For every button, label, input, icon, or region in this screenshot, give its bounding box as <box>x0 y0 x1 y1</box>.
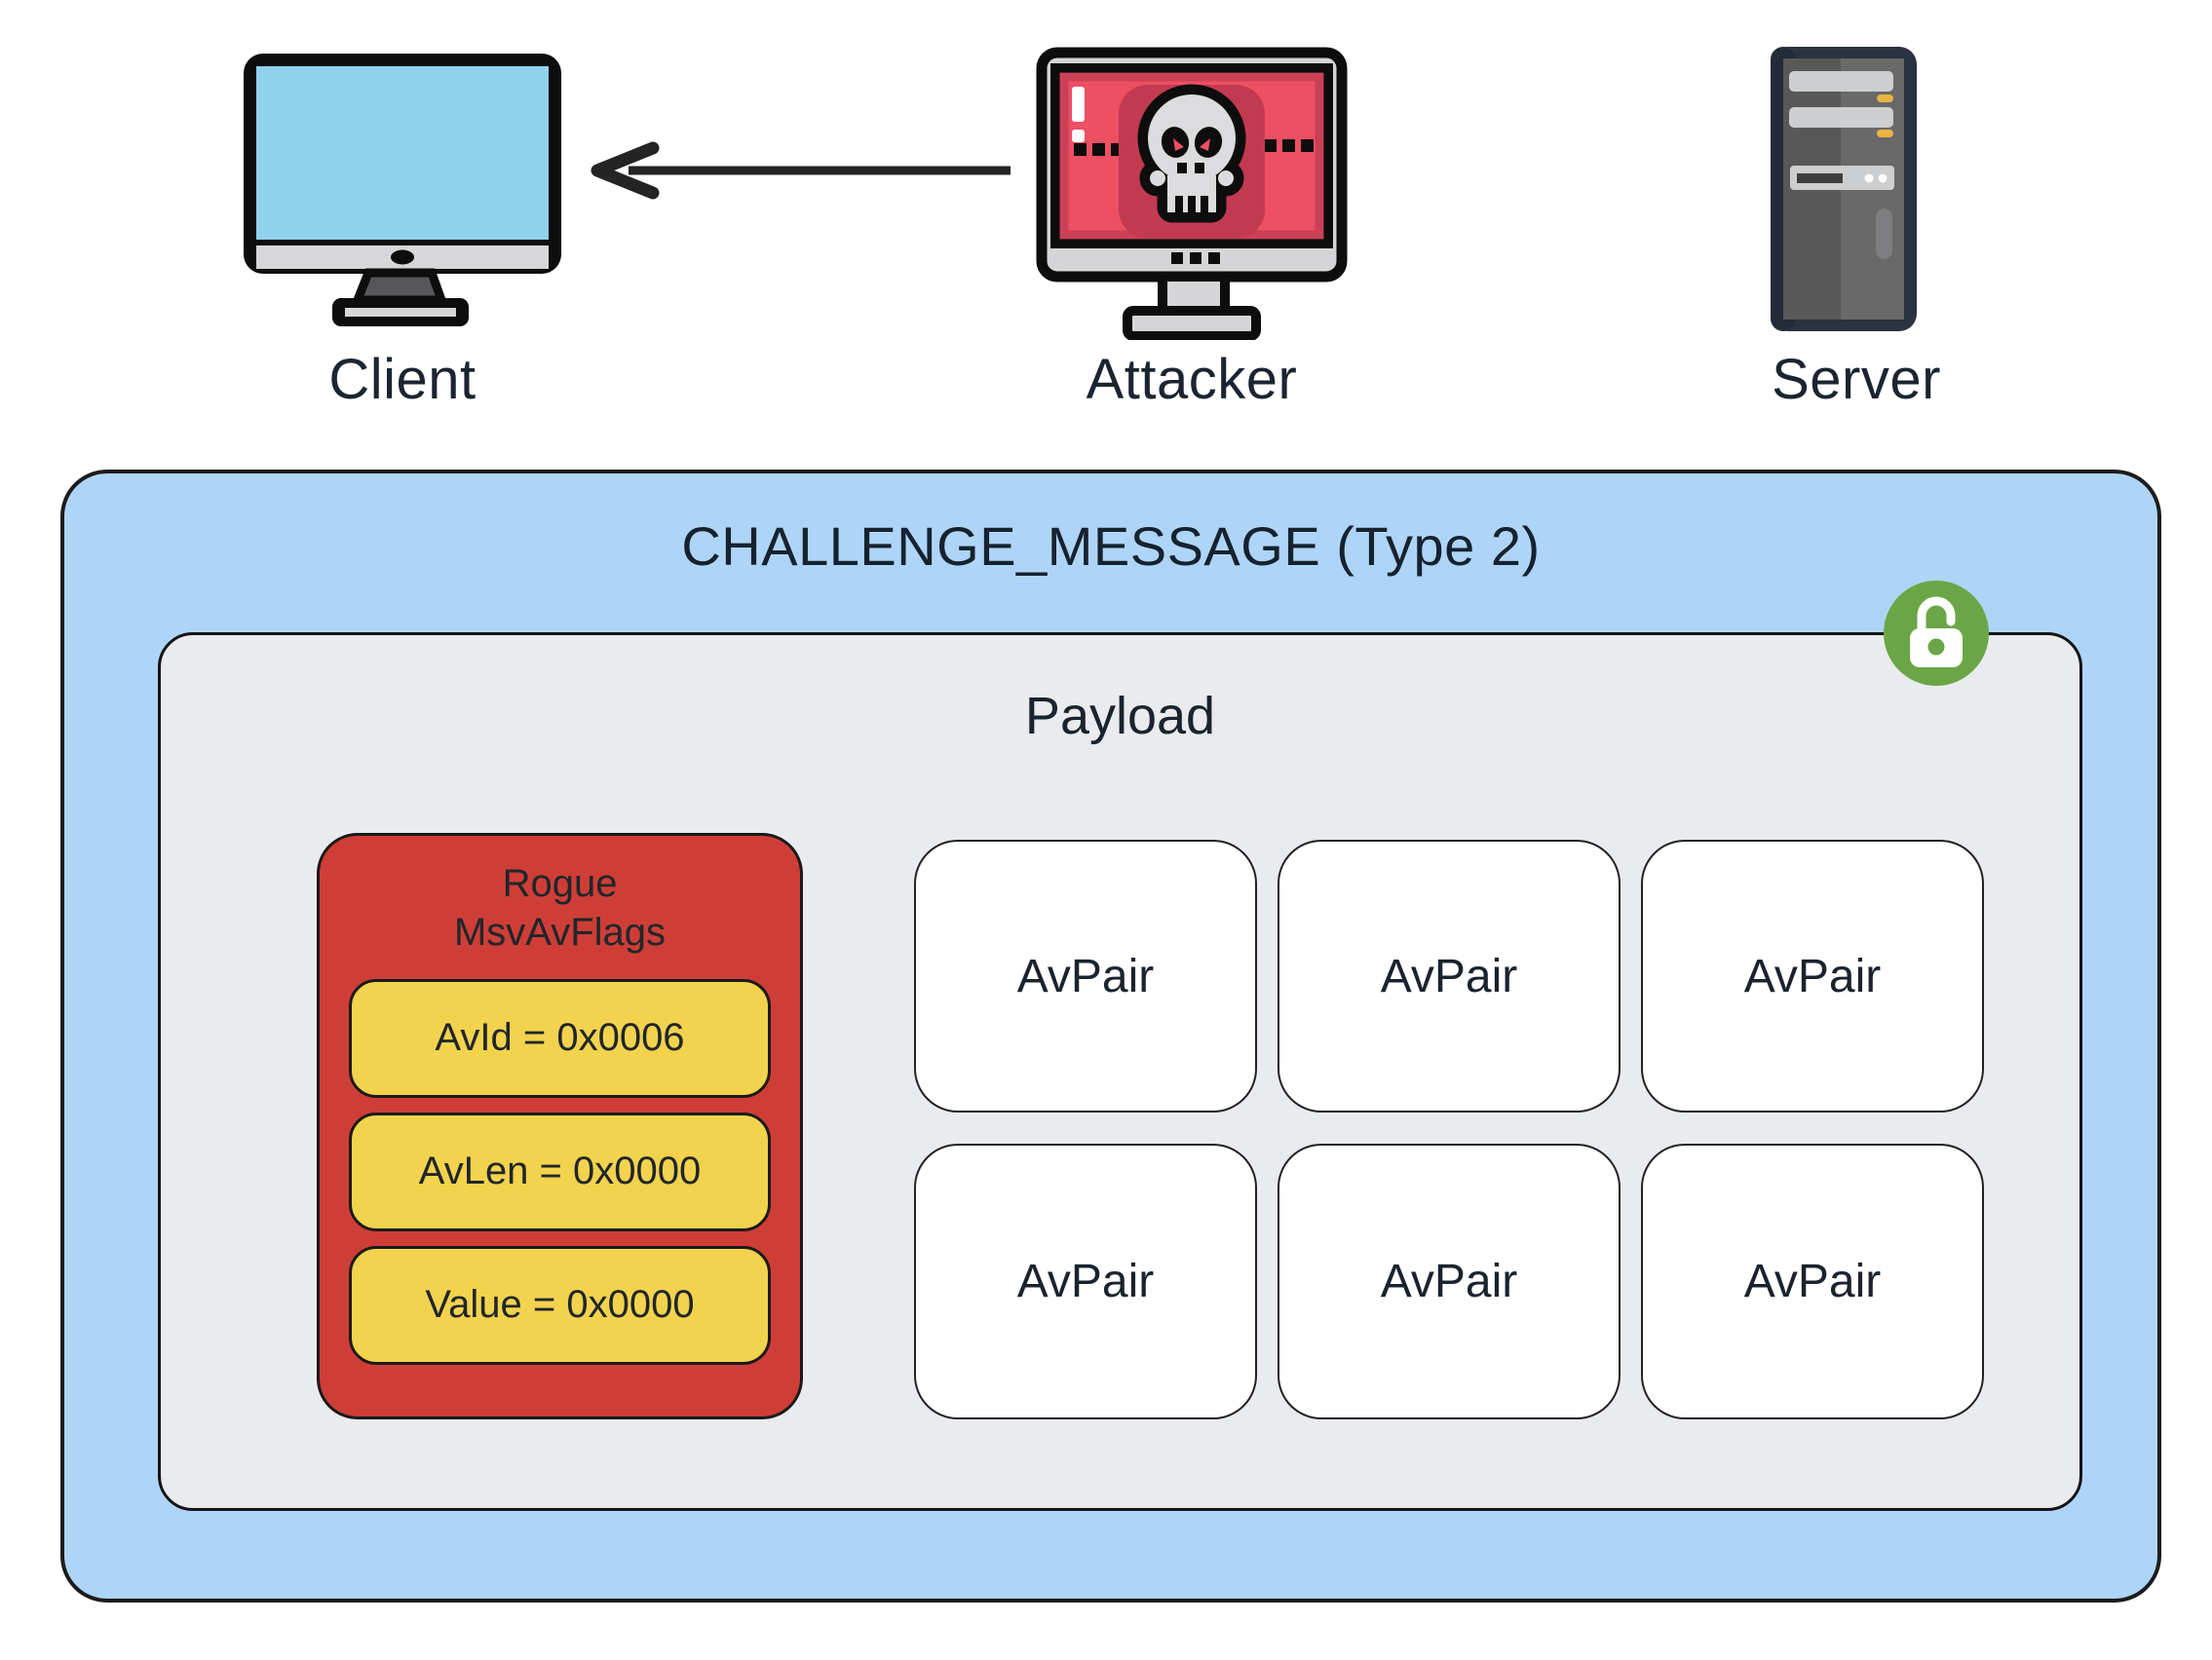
bezel-dots <box>1171 252 1220 264</box>
skull-icon <box>1119 84 1265 239</box>
client-label: Client <box>328 348 477 411</box>
avpair-box: AvPair <box>1278 840 1621 1113</box>
avpair-box: AvPair <box>1641 840 1984 1113</box>
rogue-msvavflags-title: Rogue MsvAvFlags <box>349 859 771 958</box>
server-label: Server <box>1772 348 1941 411</box>
challenge-message-box: CHALLENGE_MESSAGE (Type 2) Payload Rogue… <box>60 470 2161 1603</box>
server-tower-icon <box>1771 47 1917 331</box>
avpair-box: AvPair <box>914 840 1257 1113</box>
rogue-title-line2: MsvAvFlags <box>453 911 667 955</box>
client-monitor-icon <box>244 54 561 326</box>
attacker-label: Attacker <box>1086 348 1298 411</box>
avid-field: AvId = 0x0006 <box>349 978 771 1098</box>
challenge-message-title: CHALLENGE_MESSAGE (Type 2) <box>681 515 1541 577</box>
arrow-left-icon <box>591 141 1011 200</box>
payload-box: Payload Rogue MsvAvFlags AvId = 0x0006 A… <box>158 632 2082 1511</box>
avpair-box: AvPair <box>1278 1144 1621 1419</box>
rogue-msvavflags-box: Rogue MsvAvFlags AvId = 0x0006 AvLen = 0… <box>317 833 803 1419</box>
unlock-icon <box>1884 581 1989 686</box>
avpair-grid: AvPair AvPair AvPair AvPair AvPair AvPai… <box>914 840 1984 1419</box>
avlen-field: AvLen = 0x0000 <box>349 1112 771 1231</box>
avpair-box: AvPair <box>1641 1144 1984 1419</box>
skull-eyes <box>1161 127 1223 158</box>
avpair-box: AvPair <box>914 1144 1257 1419</box>
value-field: Value = 0x0000 <box>349 1245 771 1365</box>
attacker-skull-monitor-icon <box>1036 47 1348 340</box>
payload-title: Payload <box>1024 687 1216 745</box>
rogue-title-line1: Rogue <box>502 862 618 905</box>
